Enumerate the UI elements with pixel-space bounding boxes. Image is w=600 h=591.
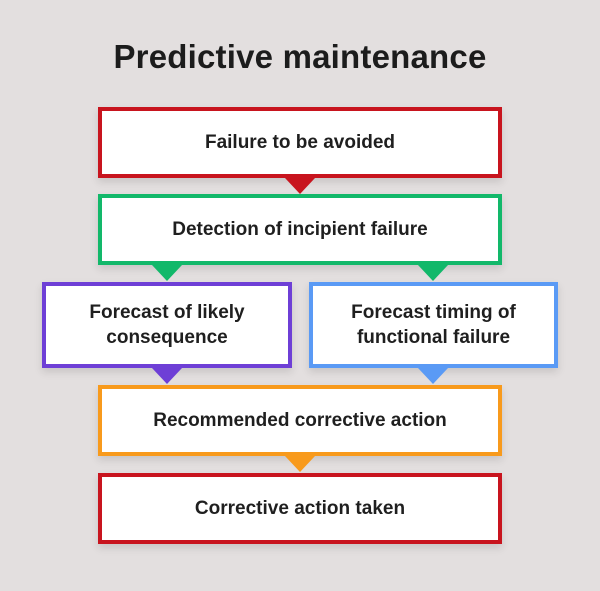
node-label: Detection of incipient failure [172, 219, 428, 240]
diagram-title: Predictive maintenance [113, 38, 487, 75]
node-recommended-corrective-action: Recommended corrective action [98, 385, 502, 456]
arrow-down-icon [152, 368, 182, 384]
node-forecast-timing-of-functional-failure: Forecast timing of functional failure [309, 282, 558, 368]
node-failure-to-be-avoided: Failure to be avoided [98, 107, 502, 178]
node-label: Recommended corrective action [153, 410, 447, 431]
node-detection-of-incipient-failure: Detection of incipient failure [98, 194, 502, 265]
arrow-down-icon [418, 265, 448, 281]
arrow-down-icon [285, 456, 315, 472]
node-label: Corrective action taken [194, 498, 406, 519]
node-corrective-action-taken: Corrective action taken [98, 473, 502, 544]
arrow-down-icon [152, 265, 182, 281]
arrow-down-icon [285, 178, 315, 194]
arrow-down-icon [418, 368, 448, 384]
node-label: Forecast of likely consequence [89, 302, 245, 348]
node-label: Failure to be avoided [204, 132, 396, 153]
node-label: Forecast timing of functional failure [351, 302, 516, 348]
node-forecast-of-likely-consequence: Forecast of likely consequence [42, 282, 292, 368]
